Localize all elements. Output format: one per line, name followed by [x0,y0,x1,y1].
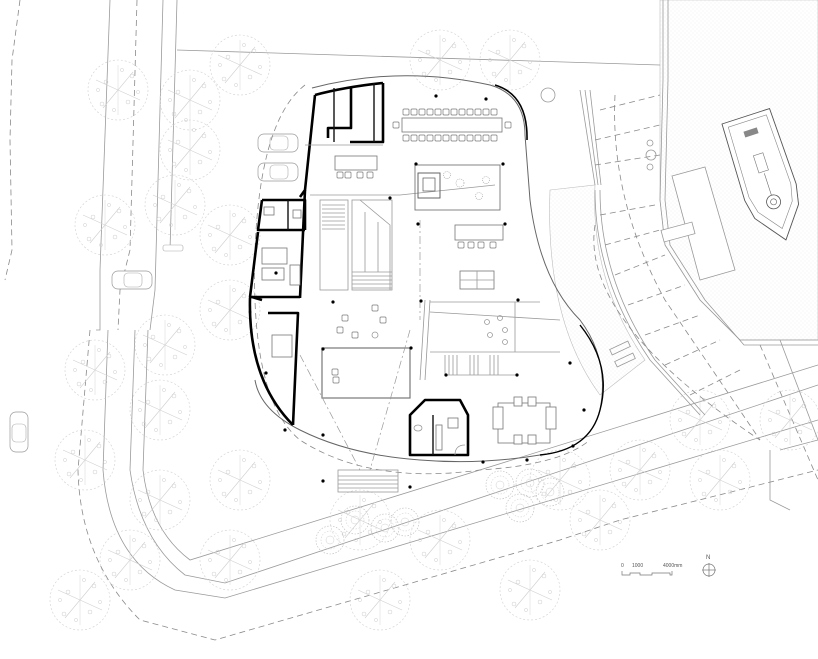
columns [264,94,586,489]
ping-pong-table [459,270,495,290]
bedroom-furniture [261,206,302,358]
scale-label-4000mm: 4000mm [663,563,683,569]
boat [721,107,800,241]
work-table [454,224,504,249]
terraced-landscape [540,87,761,441]
staircase [322,204,345,230]
kitchen-counter [334,155,378,179]
scale-label-1000: 1000 [632,563,644,569]
roads [4,0,818,641]
lounge-seats [331,304,508,384]
entrance-steps [337,469,399,493]
north-label: N [706,555,711,561]
pier [660,166,736,281]
wc-fixtures [413,417,466,456]
north-arrow-icon [702,563,716,577]
scale-bar: 0 1000 4000mm [620,563,690,579]
building [248,75,604,475]
scale-label-0: 0 [621,563,624,569]
north-arrow: N [700,555,718,579]
dining-table-long [392,108,512,142]
interior-lines [299,144,561,493]
stair-treads [352,212,392,289]
stair-south [444,355,518,376]
bollard [162,244,184,252]
meeting-table [492,396,557,445]
parked-cars [9,133,299,453]
courtyard-plants [443,171,490,200]
